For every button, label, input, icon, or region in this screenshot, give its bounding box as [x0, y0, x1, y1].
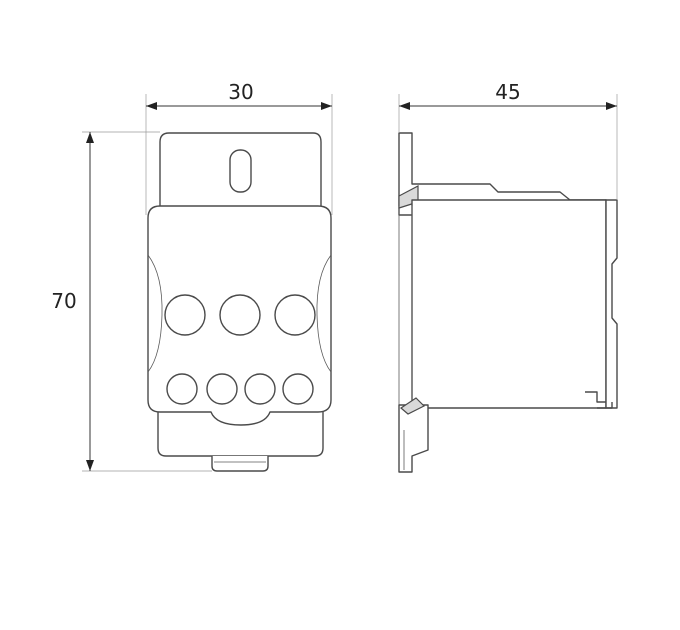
- side-bottom-shade: [400, 397, 426, 415]
- front-main-body: [147, 205, 332, 426]
- front-hole-large-3: [274, 294, 316, 336]
- front-bottom-tab: [157, 404, 324, 457]
- front-bottom-clip: [211, 456, 269, 472]
- dimension-depth: 45: [398, 80, 618, 200]
- side-front-lip: [597, 402, 613, 409]
- side-front-latch: [585, 391, 606, 403]
- front-hole-small-4: [282, 373, 314, 405]
- height-label: 70: [51, 289, 76, 313]
- front-hole-large-1: [164, 294, 206, 336]
- side-view: [398, 132, 618, 473]
- side-front-face: [605, 199, 618, 409]
- front-right-rib: [316, 254, 332, 373]
- front-hole-small-3: [244, 373, 276, 405]
- width-label: 30: [228, 80, 253, 104]
- front-hole-small-1: [166, 373, 198, 405]
- front-hole-large-2: [219, 294, 261, 336]
- side-main-body: [411, 199, 607, 409]
- side-bottom-foot: [398, 404, 429, 473]
- front-hole-small-2: [206, 373, 238, 405]
- depth-label: 45: [495, 80, 520, 104]
- dimension-height: 70: [51, 131, 212, 472]
- dimension-width: 30: [145, 80, 333, 215]
- front-view: [147, 132, 332, 472]
- front-left-rib: [147, 254, 163, 373]
- front-slot: [229, 149, 252, 193]
- front-top-tab: [159, 132, 322, 211]
